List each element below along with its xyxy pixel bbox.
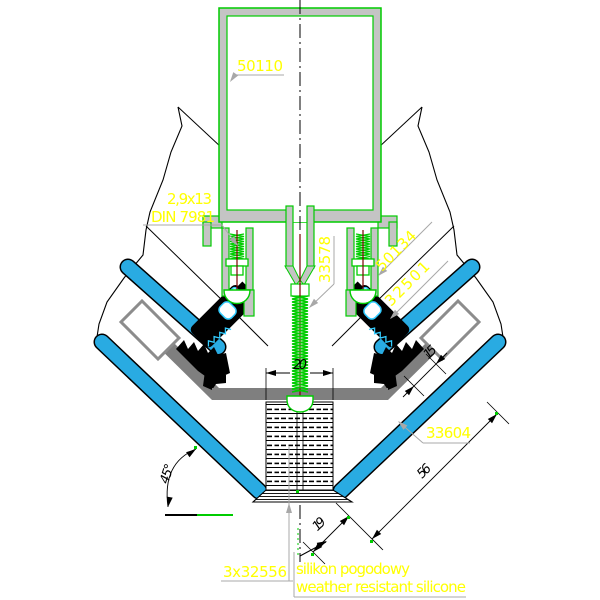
gasket-foot <box>203 371 226 390</box>
backer-trapezoid <box>251 489 354 503</box>
dimension-19: 19 <box>302 502 384 565</box>
label-frame-profile: 33604 <box>426 424 471 442</box>
label-screw-standard: DIN 7981 <box>151 208 215 226</box>
break-line-jagged <box>96 106 183 338</box>
dim-20-text: 20 <box>293 358 307 373</box>
center-screw <box>291 295 309 393</box>
dimension-56: 56 <box>369 401 510 542</box>
silicone-hatch <box>265 401 334 491</box>
label-sealant-part: 3x32556 <box>223 563 287 581</box>
dimension-20: 20 <box>265 358 334 400</box>
break-line-straight <box>177 106 223 149</box>
label-screw-size: 2,9x13 <box>167 190 212 208</box>
dim-19-text: 19 <box>310 515 330 535</box>
label-silicone-pl: silikon pogodowy <box>296 560 410 578</box>
rebate-boundary-upper <box>145 225 227 305</box>
gasket <box>176 340 230 381</box>
cap-arm-hook <box>202 221 212 247</box>
dim-45-text: 45° <box>157 462 177 486</box>
snap-dots <box>194 412 498 556</box>
label-center-screw: 33578 <box>316 236 334 283</box>
dimension-45deg: 45° <box>157 446 233 516</box>
label-silicone-en: weather resistant silicone <box>296 578 466 596</box>
label-cap-profile: 50110 <box>237 57 283 75</box>
glass-spacer <box>118 298 182 362</box>
left-side-assembly <box>93 46 269 500</box>
sealant-cup <box>286 395 314 413</box>
glass-pane-outer <box>93 333 268 500</box>
screw-port-arc <box>223 289 251 305</box>
